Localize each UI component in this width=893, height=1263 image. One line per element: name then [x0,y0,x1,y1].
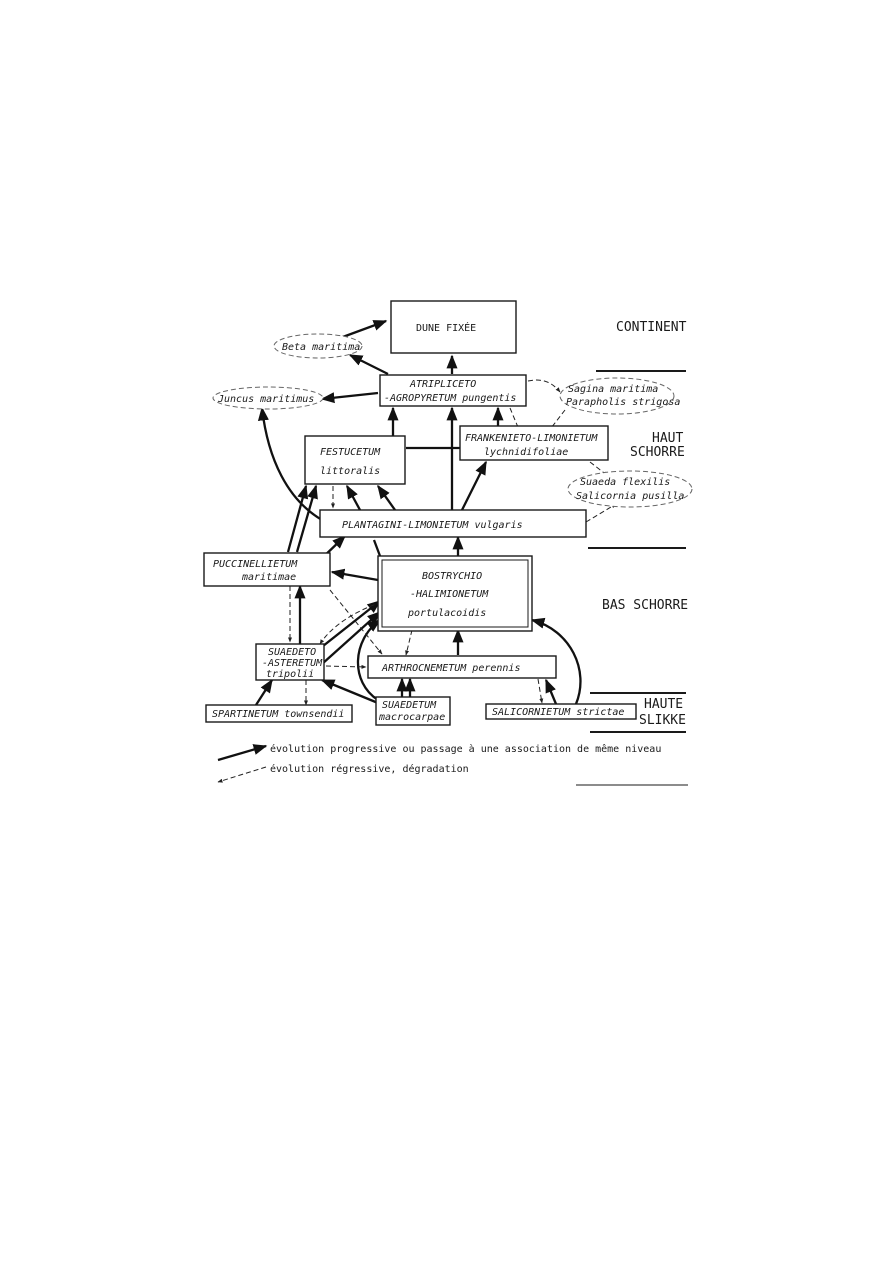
label-atripliceto-1: ATRIPLICETO [409,379,476,390]
label-sagina-2: Parapholis strigosa [566,397,680,408]
legend-progressive-label: évolution progressive ou passage à une a… [270,743,661,755]
arrow-beta-dune [339,319,388,340]
label-arthrocnemetum: ARTHROCNEMETUM perennis [381,663,520,674]
arrow-salicornietum-bostrychio [530,617,582,705]
label-festucetum-1: FESTUCETUM [320,447,381,458]
label-frankenieto-1: FRANKENIETO-LIMONIETUM [465,433,598,444]
label-puccinellietum-1: PUCCINELLIETUM [213,559,298,570]
legend-regressive-label: évolution régressive, dégradation [270,763,469,775]
label-suaedetum-1: SUAEDETUM [382,700,437,711]
arrow-plantagini-festucetum-2 [377,484,396,511]
arrow-salicornietum-arthrocnemetum [544,678,558,705]
label-salicornietum: SALICORNIETUM strictae [492,707,624,718]
box-suaedeto [255,643,325,681]
arrow-bostrychio-arthrocnemetum [405,629,413,656]
box-spartinetum [205,704,353,723]
arrow-puccinellietum-festucetum-2 [295,484,318,553]
label-suaedeto-1: SUAEDETO [268,647,316,658]
arrow-suaedeto-arthrocnemetum [325,664,367,669]
legend-dashed-arrow [217,766,267,783]
box-suaedetum [375,696,451,726]
label-spartinetum: SPARTINETUM townsendii [212,709,344,720]
zone-haute-slikke-1: HAUTE [644,697,683,712]
label-suaedeto-3: tripolii [266,669,314,680]
arrow-puccinellietum-arthrocnemetum [329,589,383,655]
arrow-spartinetum-suaedeto [255,678,273,706]
arrow-sagina-frankenieto [547,409,566,433]
box-frankenieto [459,425,609,461]
zone-haute-slikke-2: SLIKKE [639,713,686,728]
label-bostrychio-1: BOSTRYCHIO [422,571,482,582]
label-dune-fixee: DUNE FIXÉE [416,321,476,334]
legend: évolution progressive ou passage à une a… [217,743,661,783]
arrow-atripliceto-frankenieto [509,407,521,433]
zone-continent: CONTINENT [616,320,687,335]
ellipse-juncus-maritimus [212,386,324,410]
arrow-suaedetum-bostrychio [356,619,382,701]
arrow-plantagini-juncus [257,406,323,521]
zone-bas-schorre: BAS SCHORRE [602,598,688,613]
arrow-bostrychio-puccinellietum [330,568,379,582]
ellipse-beta-maritima [273,333,363,359]
arrow-suaedetum-suaedeto [320,678,379,705]
label-atripliceto-2: -AGROPYRETUM pungentis [384,393,516,404]
ellipse-sagina [559,377,675,415]
legend-solid-arrow [217,744,268,762]
arrow-bostrychio-suaedeto [319,601,383,645]
arrow-puccinellietum-festucetum-1 [286,484,309,553]
ellipse-suaeda [567,470,693,508]
box-arthrocnemetum [367,655,557,679]
label-puccinellietum-2: maritimae [241,572,296,583]
zone-haut-schorre-1: HAUT [652,431,683,446]
box-bostrychio-outer [377,555,533,632]
box-puccinellietum [203,552,331,587]
box-bostrychio-inner [381,559,529,628]
box-plantagini [319,509,587,538]
arrow-plantagini-festucetum-1 [345,484,362,511]
zone-haut-schorre-2: SCHORRE [630,445,685,460]
box-atripliceto [379,374,527,407]
label-festucetum-2: littoralis [320,466,380,477]
label-plantagini: PLANTAGINI-LIMONIETUM vulgaris [342,520,523,531]
box-salicornietum [485,703,637,720]
arrow-plantagini-frankenieto [460,460,488,511]
label-beta-maritima: Beta maritima [282,342,360,353]
arrow-arthrocnemetum-salicornietum [537,678,544,704]
label-suaeda-1: Suaeda flexilis [580,477,670,488]
arrow-atripliceto-juncus [320,391,379,404]
label-bostrychio-2: -HALIMIONETUM [410,589,489,600]
arrow-suaedeto-bostrychio-1 [317,600,382,651]
label-frankenieto-2: lychnidifoliae [484,447,568,458]
arrow-plantagini-suaeda [585,503,617,523]
label-suaedetum-2: macrocarpae [378,712,445,723]
arrow-atripliceto-sagina [527,379,561,393]
arrow-atripliceto-beta [348,353,389,376]
label-bostrychio-3: portulacoidis [407,608,486,619]
label-juncus-maritimus: Juncus maritimus [217,394,314,405]
label-suaedeto-2: -ASTERETUM [262,658,323,669]
box-dune-fixee [390,300,517,354]
regressive-arrows [288,379,617,706]
box-festucetum [304,435,406,485]
label-suaeda-2: Salicornia pusilla [576,491,684,502]
arrow-plantagini-bostrychio [372,539,382,557]
label-sagina-1: Sagina maritima [568,384,658,395]
